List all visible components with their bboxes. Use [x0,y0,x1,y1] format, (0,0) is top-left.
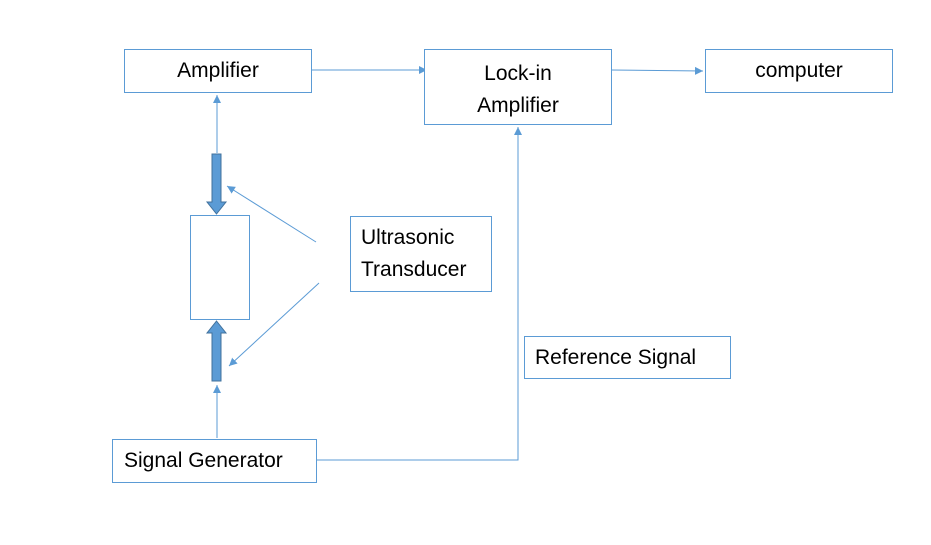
reference-signal-box: Reference Signal [524,336,731,379]
pointer-to-upper-transducer [226,185,317,243]
connector-reference-path [317,127,522,461]
pointer-to-lower-transducer [228,282,320,367]
amplifier-label: Amplifier [177,59,259,82]
transducer-element [190,215,250,320]
signal-generator-label: Signal Generator [124,449,283,472]
transducer-thick-arrow-up [205,320,228,382]
signal-generator-box: Signal Generator [112,439,317,483]
reference-signal-label: Reference Signal [535,345,697,369]
lockin-amplifier-line-2: Amplifier [477,94,559,117]
computer-label: computer [755,59,843,82]
ultrasonic-transducer-line-1: Ultrasonic [361,226,455,249]
computer-box: computer [705,49,893,93]
lockin-amplifier-line-1: Lock-in [484,62,552,85]
lockin-amplifier-box: Lock-in Amplifier [424,49,612,125]
amplifier-box: Amplifier [124,49,312,93]
ultrasonic-transducer-box: Ultrasonic Transducer [350,216,492,292]
connector-lockin-to-computer [610,66,704,75]
ultrasonic-transducer-line-2: Transducer [361,258,467,281]
transducer-thick-arrow-down [205,153,228,215]
